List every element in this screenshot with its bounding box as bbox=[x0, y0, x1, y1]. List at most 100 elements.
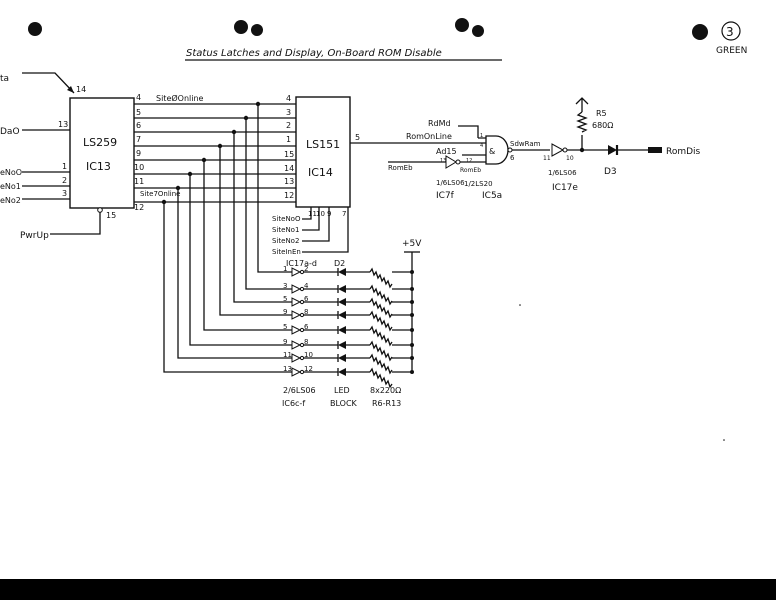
inverter-icon bbox=[291, 353, 302, 363]
junction bbox=[201, 157, 207, 163]
pin-label: 12 bbox=[134, 203, 144, 212]
inverter-icon bbox=[291, 267, 302, 277]
ic13-pin-13: 13 bbox=[58, 120, 68, 129]
punch-holes bbox=[28, 18, 708, 40]
junction bbox=[161, 199, 167, 205]
signal-no1: eNo1 bbox=[0, 182, 21, 191]
junction bbox=[410, 343, 414, 347]
drop-wire bbox=[163, 202, 292, 373]
inv-pin-in: 3 bbox=[283, 282, 287, 290]
label-romonline: RomOnLine bbox=[406, 132, 452, 141]
pin-label: 10 bbox=[566, 155, 574, 162]
led-icon bbox=[338, 368, 346, 376]
caption-inv-ref: IC6c-f bbox=[282, 399, 305, 408]
color-label: GREEN bbox=[716, 46, 747, 56]
label-romdis: RomDis bbox=[666, 147, 701, 157]
junction bbox=[410, 300, 414, 304]
punch-hole bbox=[472, 25, 484, 37]
ic7f-part: 1/6LS06 bbox=[436, 179, 465, 187]
inverter-icon bbox=[291, 325, 302, 335]
pin-label: 14 bbox=[284, 164, 294, 173]
inversion-bubble bbox=[562, 147, 568, 153]
resistor-icon bbox=[369, 325, 393, 347]
inversion-bubble bbox=[299, 312, 305, 318]
wire-nand-in bbox=[478, 137, 486, 144]
inversion-bubble bbox=[299, 369, 305, 375]
select-s1: SiteNo1 bbox=[272, 226, 299, 234]
ic17e-part: 1/6LS06 bbox=[548, 169, 577, 177]
led-icon bbox=[338, 285, 346, 293]
caption-res: 8x220Ω bbox=[370, 386, 401, 395]
junction bbox=[255, 101, 261, 107]
inversion-bubble bbox=[299, 342, 305, 348]
junction bbox=[187, 171, 193, 177]
wire-data bbox=[22, 72, 75, 94]
pin-label: 11 bbox=[134, 177, 144, 186]
pin-label: 1 bbox=[480, 133, 483, 139]
label-ic17ad: IC17a-d bbox=[286, 259, 317, 268]
label-ad15: Ad15 bbox=[436, 147, 457, 156]
resistor-icon bbox=[369, 367, 393, 389]
inverter-ic7f bbox=[445, 155, 457, 169]
ic14-ref: IC14 bbox=[308, 166, 333, 179]
inv-pin-in: 13 bbox=[283, 365, 292, 373]
inv-pin-out: 8 bbox=[304, 338, 308, 346]
pin-label: 7 bbox=[342, 210, 346, 218]
ic14-box bbox=[295, 96, 351, 208]
resistor-icon bbox=[369, 297, 393, 319]
select-en: SiteInEn bbox=[272, 248, 301, 256]
r5-value: 680Ω bbox=[592, 121, 613, 130]
inverter-ic17e bbox=[551, 143, 565, 157]
ic5a-out-pin: 6 bbox=[510, 154, 515, 162]
caption-inv: 2/6LS06 bbox=[283, 386, 316, 395]
pin-label: 5 bbox=[136, 108, 141, 117]
pin-label: 13 bbox=[284, 177, 294, 186]
punch-hole bbox=[28, 22, 42, 36]
label-site7-online: Site7Online bbox=[140, 190, 180, 198]
wire-rdmd bbox=[458, 125, 479, 138]
junction bbox=[579, 147, 585, 153]
junction bbox=[410, 370, 414, 374]
led-icon bbox=[338, 298, 346, 306]
inv-pin-out: 10 bbox=[304, 351, 313, 359]
ic14-select-lines: SiteNoO SiteNo1 SiteNo2 SiteInEn bbox=[272, 207, 349, 256]
drop-wire bbox=[177, 188, 292, 359]
pin-label: 11 bbox=[308, 210, 317, 218]
inv-pin-out: 2 bbox=[304, 265, 308, 273]
caption-led2: BLOCK bbox=[330, 399, 358, 408]
pin-label: 9 bbox=[136, 149, 141, 158]
inversion-bubble bbox=[299, 269, 305, 275]
ic13-pin-2: 2 bbox=[62, 176, 67, 185]
scan-border bbox=[0, 579, 776, 600]
connector-romdis bbox=[648, 147, 662, 153]
punch-hole bbox=[692, 24, 708, 40]
inv-pin-in: 5 bbox=[283, 295, 287, 303]
ic5a-part: 1/2LS20 bbox=[464, 180, 493, 188]
inversion-bubble bbox=[299, 286, 305, 292]
inverter-icon bbox=[291, 310, 302, 320]
junction bbox=[410, 313, 414, 317]
speck bbox=[723, 439, 725, 441]
signal-no2: eNo2 bbox=[0, 196, 21, 205]
ic7f-ref: IC7f bbox=[436, 191, 455, 201]
inversion-bubble bbox=[455, 159, 461, 165]
pin-label: 12 bbox=[284, 191, 294, 200]
ic13-box bbox=[69, 97, 135, 209]
label-d2: D2 bbox=[334, 259, 345, 268]
punch-hole bbox=[251, 24, 263, 36]
signal-data: ta bbox=[0, 74, 9, 84]
ic13-part: LS259 bbox=[83, 136, 117, 149]
vcc-symbol bbox=[575, 97, 589, 112]
page-title: Status Latches and Display, On-Board ROM… bbox=[186, 48, 442, 59]
inv-pin-out: 6 bbox=[304, 295, 309, 303]
inversion-bubble bbox=[97, 207, 103, 213]
nand-symbol: & bbox=[489, 147, 495, 156]
ic13-pin-14: 14 bbox=[76, 85, 86, 94]
pin-label: 4 bbox=[286, 94, 291, 103]
ic13-pin-3: 3 bbox=[62, 189, 67, 198]
label-rdmd: RdMd bbox=[428, 119, 451, 128]
ic5a-ref: IC5a bbox=[482, 191, 502, 201]
pin-label: 6 bbox=[136, 121, 141, 130]
inversion-bubble bbox=[299, 327, 305, 333]
